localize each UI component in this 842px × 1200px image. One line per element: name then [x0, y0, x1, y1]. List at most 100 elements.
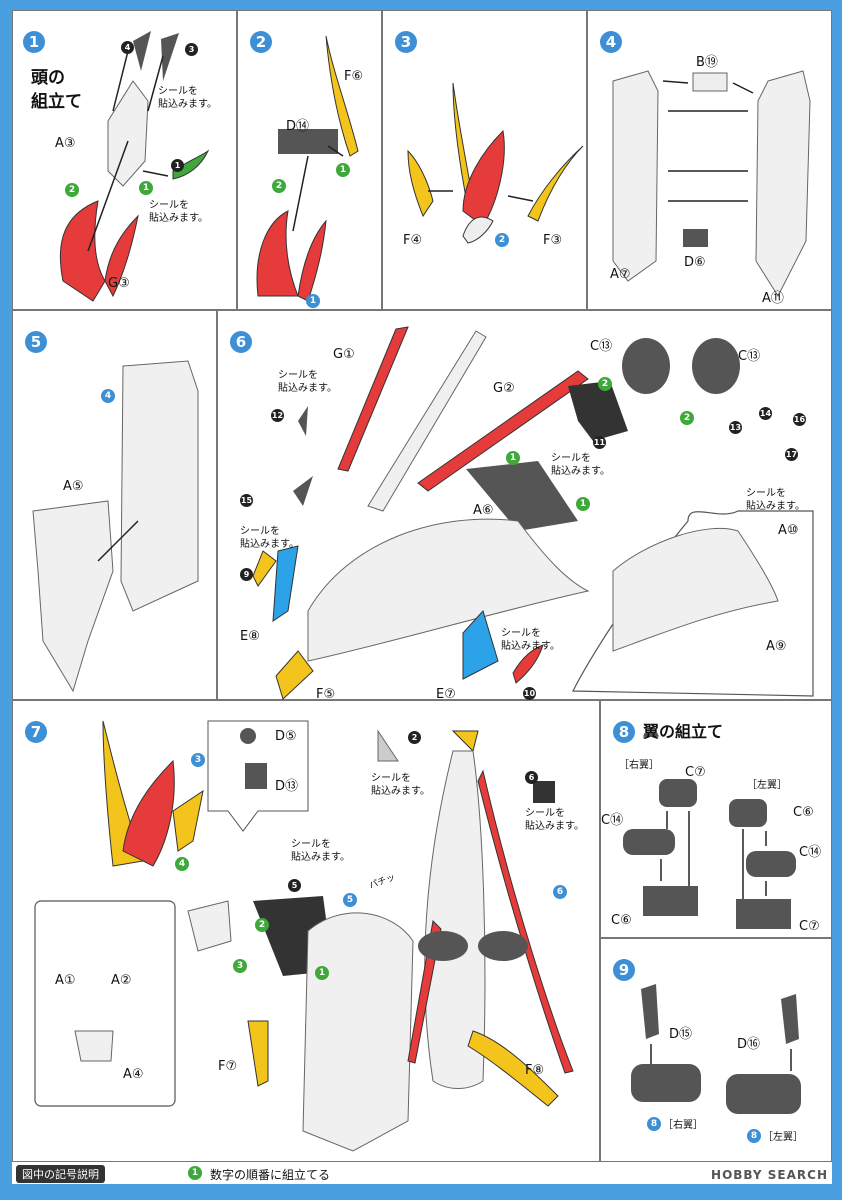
step-badge: 6 — [230, 331, 252, 353]
part-label: A⑩ — [778, 523, 799, 538]
sticker-marker: 11 — [593, 436, 606, 449]
part-label: G② — [493, 381, 515, 396]
panel-step-7: 7 3 4 5 2 6 5 6 — [12, 700, 600, 1162]
panel-title-line2: 組立て — [31, 92, 82, 112]
left-wing-tag: ［左翼］ — [763, 1132, 803, 1143]
part-label: C⑭ — [799, 845, 822, 860]
final-assembly-illustration — [34, 720, 574, 1152]
panel-title: 翼の組立て — [643, 722, 724, 741]
panel-step-6: 6 1 2 15 9 11 13 14 16 17 10 2 — [217, 310, 832, 702]
legend-text: 数字の順番に組立てる — [210, 1168, 331, 1182]
sticker-marker: 17 — [785, 448, 798, 461]
step-badge: 1 — [23, 31, 45, 53]
panel-title-line1: 頭の — [31, 68, 65, 88]
sticker-note: シールを 貼込みます。 — [278, 370, 337, 394]
panel-step-1: 1 頭の 組立て 4 3 1 2 1 A③ G③ シールを 貼込みます。 シール… — [12, 10, 237, 310]
part-label: F⑥ — [344, 69, 364, 84]
sticker-marker: 9 — [240, 568, 253, 581]
sticker-note: シールを 貼込みます。 — [158, 86, 217, 110]
part-label: A⑪ — [762, 291, 784, 306]
sticker-marker: 3 — [185, 43, 198, 56]
part-label: C⑬ — [590, 339, 613, 354]
sub-assembly-marker: 8 — [647, 1117, 661, 1131]
order-marker: 2 — [680, 411, 694, 425]
sticker-marker: 15 — [240, 494, 253, 507]
sticker-marker: 10 — [523, 687, 536, 700]
part-label: C⑥ — [793, 805, 814, 820]
order-marker: 4 — [175, 857, 189, 871]
part-label: A③ — [55, 136, 76, 151]
order-marker: 2 — [65, 183, 79, 197]
part-label: G① — [333, 347, 355, 362]
legend-order-marker: 1 — [188, 1166, 202, 1180]
sticker-note: シールを 貼込みます。 — [551, 453, 610, 477]
part-label: D⑭ — [286, 119, 310, 134]
part-label: B⑲ — [696, 55, 718, 70]
panel-step-2: 2 1 2 1 F⑥ D⑭ — [237, 10, 382, 310]
instruction-sheet: 1 頭の 組立て 4 3 1 2 1 A③ G③ シールを 貼込みます。 シール… — [12, 10, 832, 1162]
panel-step-4: 4 B⑲ A⑦ D⑥ A⑪ — [587, 10, 832, 310]
watermark: HOBBY SEARCH — [711, 1168, 828, 1182]
part-label: F⑧ — [525, 1063, 545, 1078]
sticker-note: シールを 貼込みます。 — [501, 628, 560, 652]
step-badge: 8 — [613, 721, 635, 743]
legend-title: 図中の記号説明 — [16, 1165, 105, 1183]
part-label: F③ — [543, 233, 563, 248]
panel-step-8: 8 翼の組立て ［右翼］ ［左翼］ C⑦ C⑭ C⑥ C⑥ C⑭ C⑦ — [600, 700, 832, 938]
part-label: E⑧ — [240, 629, 260, 644]
sticker-marker: 2 — [408, 731, 421, 744]
sub-assembly-marker: 4 — [101, 389, 115, 403]
sticker-marker: 13 — [729, 421, 742, 434]
order-marker: 1 — [336, 163, 350, 177]
sticker-marker: 5 — [288, 879, 301, 892]
sticker-note: シールを 貼込みます。 — [149, 200, 208, 224]
panel-step-9: 9 D⑮ D⑯ 8 ［右翼］ 8 ［左翼］ — [600, 938, 832, 1162]
sticker-note: シールを 貼込みます。 — [240, 526, 299, 550]
sub-assembly-marker: 2 — [495, 233, 509, 247]
part-label: D⑯ — [737, 1037, 761, 1052]
sub-assembly-marker: 6 — [553, 885, 567, 899]
sticker-marker: 14 — [759, 407, 772, 420]
body-halves-illustration — [612, 70, 811, 298]
part-label: A⑦ — [610, 267, 631, 282]
part-label: D⑥ — [684, 255, 706, 270]
main-body-illustration — [252, 326, 814, 700]
right-wing-tag: ［右翼］ — [663, 1120, 703, 1131]
sticker-marker: 1 — [171, 159, 184, 172]
part-label: A⑥ — [473, 503, 494, 518]
sticker-marker: 6 — [525, 771, 538, 784]
part-label: A⑨ — [766, 639, 787, 654]
right-wing-label: ［右翼］ — [619, 760, 659, 771]
wing-pivot-illustration — [631, 984, 801, 1114]
sub-assembly-marker: 3 — [191, 753, 205, 767]
step-badge: 3 — [395, 31, 417, 53]
head-assembly-illustration — [59, 31, 210, 302]
order-marker: 2 — [598, 377, 612, 391]
part-label: C⑦ — [799, 919, 820, 934]
part-label: D⑤ — [275, 729, 297, 744]
sub-assembly-marker: 5 — [343, 893, 357, 907]
sticker-marker: 4 — [121, 41, 134, 54]
sticker-marker: 16 — [793, 413, 806, 426]
part-label: D⑬ — [275, 779, 299, 794]
part-label: F④ — [403, 233, 423, 248]
order-marker: 1 — [576, 497, 590, 511]
sticker-note: シールを 貼込みます。 — [746, 488, 805, 512]
symbol-legend: 図中の記号説明 1 数字の順番に組立てる — [12, 1162, 832, 1184]
part-label: C⑦ — [685, 765, 706, 780]
part-label: A⑤ — [63, 479, 84, 494]
step-badge: 5 — [25, 331, 47, 353]
left-wing-label: ［左翼］ — [747, 780, 787, 791]
part-label: F⑦ — [218, 1059, 238, 1074]
part-label: A④ — [123, 1067, 144, 1082]
order-marker: 1 — [506, 451, 520, 465]
part-label: C⑭ — [601, 813, 624, 828]
sticker-note: シールを 貼込みます。 — [371, 773, 430, 797]
panel-step-3: 3 2 F④ F③ — [382, 10, 587, 310]
part-label: C⑥ — [611, 913, 632, 928]
part-label: G③ — [108, 276, 130, 291]
order-marker: 1 — [139, 181, 153, 195]
part-label: D⑮ — [669, 1027, 693, 1042]
part-label: E⑦ — [436, 687, 456, 702]
sub-assembly-marker: 1 — [306, 294, 320, 308]
